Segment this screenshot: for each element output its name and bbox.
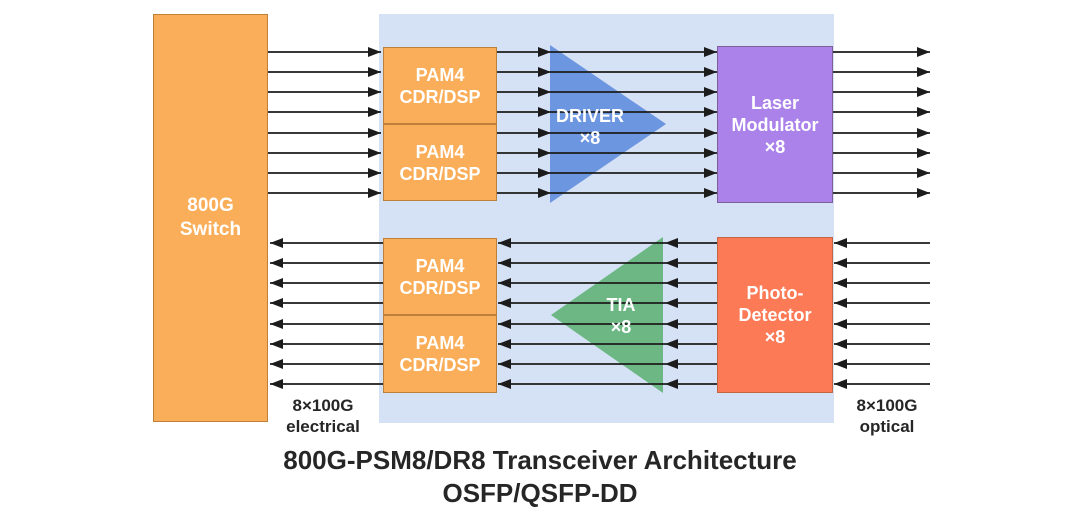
arrowhead-icon bbox=[834, 359, 847, 369]
arrowhead-icon bbox=[917, 47, 930, 57]
switch-label-line1: 800G bbox=[187, 195, 234, 216]
photo-label-line1: Photo- bbox=[746, 283, 804, 303]
arrowhead-icon bbox=[834, 278, 847, 288]
photo-detector-box: Photo- Detector ×8 bbox=[717, 237, 833, 393]
switch-box: 800G Switch bbox=[153, 14, 268, 422]
pam4-label-line2: CDR/DSP bbox=[399, 277, 481, 298]
electrical-lanes-label-line2: electrical bbox=[286, 417, 360, 436]
pam4-cdr-dsp-box-rx-1: PAM4 CDR/DSP bbox=[383, 238, 497, 315]
arrowhead-icon bbox=[270, 359, 283, 369]
arrowhead-icon bbox=[270, 258, 283, 268]
photo-label-line2: Detector bbox=[738, 305, 812, 325]
pam4-label-line2: CDR/DSP bbox=[399, 355, 481, 375]
arrowhead-icon bbox=[270, 298, 283, 308]
electrical-lanes-label: 8×100G electrical bbox=[263, 395, 383, 437]
title-line-1: 800G-PSM8/DR8 Transceiver Architecture bbox=[283, 445, 797, 475]
arrowhead-icon bbox=[834, 258, 847, 268]
pam4-label-line1: PAM4 bbox=[415, 255, 465, 276]
arrowhead-icon bbox=[917, 168, 930, 178]
laser-modulator-box: Laser Modulator ×8 bbox=[717, 46, 833, 203]
laser-label-line2: Modulator bbox=[731, 114, 819, 135]
tia-label: TIA ×8 bbox=[607, 294, 636, 338]
photo-label-line3: ×8 bbox=[764, 327, 786, 347]
optical-lanes-label-line1: 8×100G bbox=[856, 396, 918, 415]
arrowhead-icon bbox=[917, 188, 930, 198]
pam4-cdr-dsp-box-tx-2: PAM4 CDR/DSP bbox=[383, 124, 497, 201]
arrowhead-icon bbox=[917, 128, 930, 138]
arrowhead-icon bbox=[270, 278, 283, 288]
driver-label-line2: ×8 bbox=[579, 128, 601, 148]
arrowhead-icon bbox=[270, 238, 283, 248]
arrowhead-icon bbox=[834, 298, 847, 308]
arrowhead-icon bbox=[834, 238, 847, 248]
pam4-label-line1: PAM4 bbox=[415, 333, 465, 353]
arrowhead-icon bbox=[270, 319, 283, 329]
optical-lanes-label: 8×100G optical bbox=[827, 395, 947, 437]
pam4-cdr-dsp-box-tx-1: PAM4 CDR/DSP bbox=[383, 47, 497, 124]
pam4-cdr-dsp-box-rx-2: PAM4 CDR/DSP bbox=[383, 315, 497, 393]
arrowhead-icon bbox=[834, 339, 847, 349]
arrowhead-icon bbox=[270, 379, 283, 389]
driver-label-line1: DRIVER bbox=[555, 106, 625, 126]
pam4-label-line2: CDR/DSP bbox=[399, 163, 481, 184]
optical-lanes-label-line2: optical bbox=[859, 417, 915, 436]
pam4-label-line1: PAM4 bbox=[415, 141, 465, 162]
switch-label-line2: Switch bbox=[179, 219, 242, 240]
diagram-title: 800G-PSM8/DR8 Transceiver Architecture O… bbox=[0, 444, 1080, 510]
pam4-label-line2: CDR/DSP bbox=[399, 86, 481, 107]
electrical-lanes-label-line1: 8×100G bbox=[292, 396, 354, 415]
pam4-label-line1: PAM4 bbox=[415, 64, 465, 85]
tia-label-line1: TIA bbox=[606, 295, 636, 315]
arrowhead-icon bbox=[270, 339, 283, 349]
arrowhead-icon bbox=[917, 107, 930, 117]
laser-label-line3: ×8 bbox=[764, 136, 786, 157]
title-line-2: OSFP/QSFP-DD bbox=[442, 478, 638, 508]
arrowhead-icon bbox=[917, 148, 930, 158]
arrowhead-icon bbox=[917, 87, 930, 97]
arrowhead-icon bbox=[917, 67, 930, 77]
tia-label-line2: ×8 bbox=[610, 317, 632, 337]
arrowhead-icon bbox=[834, 319, 847, 329]
arrowhead-icon bbox=[834, 379, 847, 389]
laser-label-line1: Laser bbox=[750, 92, 800, 113]
driver-label: DRIVER ×8 bbox=[556, 105, 624, 149]
